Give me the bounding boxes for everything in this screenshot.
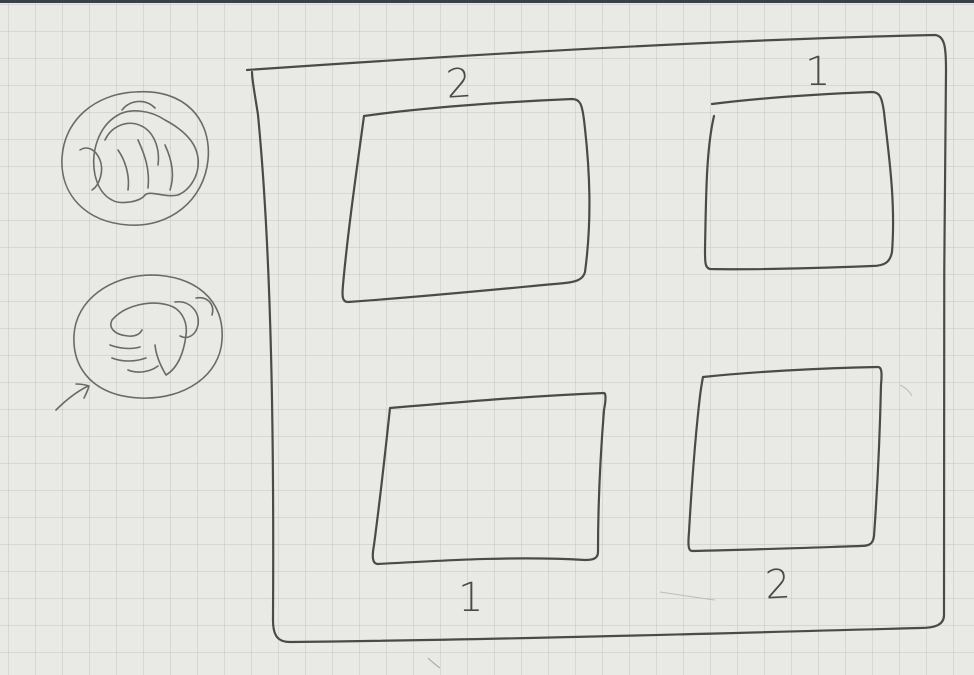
quadrant-label-top-left: 2 (445, 63, 473, 105)
quadrant-label-top-right: 1 (805, 52, 830, 92)
quadrant-label-bottom-right: 2 (764, 564, 792, 605)
quadrant-label-bottom-left: 1 (458, 578, 483, 618)
